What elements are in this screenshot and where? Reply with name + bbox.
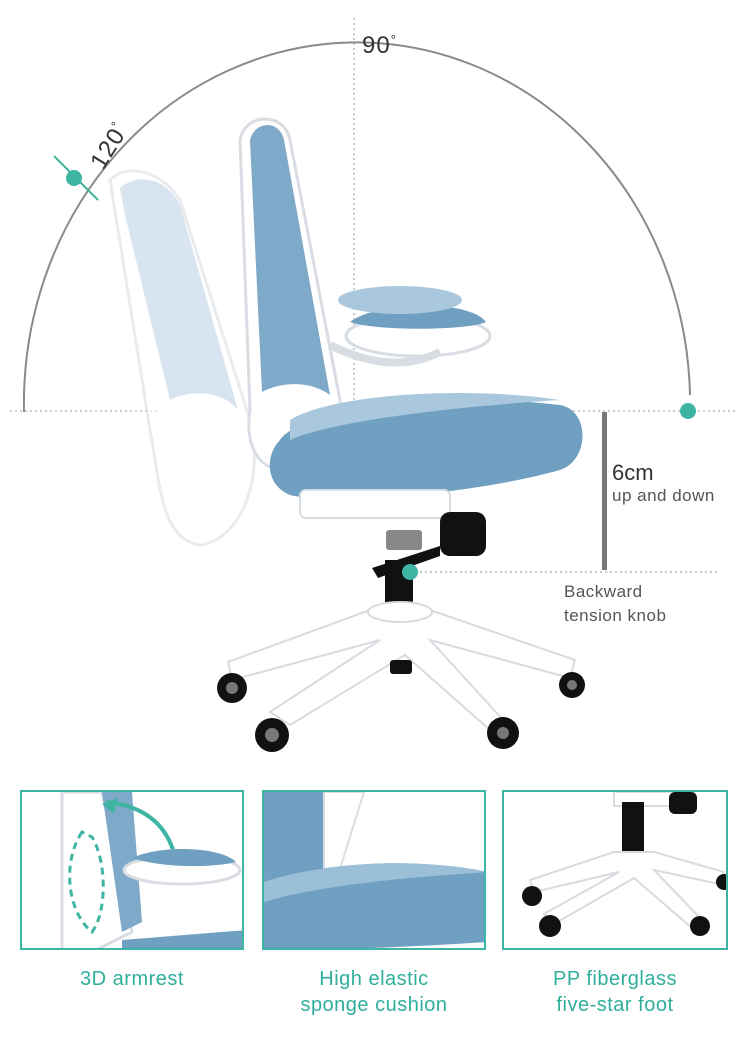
feature-caption-base: PP fiberglass five-star foot [502, 966, 728, 1018]
reclined-backrest-ghost [108, 169, 256, 547]
knob-label-line2: tension knob [564, 606, 667, 625]
chair-casters [217, 672, 585, 752]
height-description: up and down [612, 486, 715, 505]
caption-line: 3D armrest [80, 968, 184, 990]
upright-marker-dot [680, 403, 696, 419]
chair-seat [269, 392, 583, 519]
chair-adjustment-illustration [10, 18, 735, 752]
armrest-closeup-image [60, 792, 242, 948]
recline-marker-dot [66, 170, 82, 186]
upright-angle-label: 90° [362, 32, 397, 60]
knob-label-line1: Backward [564, 582, 643, 601]
upright-angle-value: 90 [362, 32, 391, 59]
recline-arc [22, 41, 691, 413]
feature-panel-cushion [262, 790, 486, 950]
degree-symbol: ° [390, 32, 397, 47]
tension-knob-marker [402, 564, 418, 580]
base-closeup-image [522, 792, 726, 937]
height-value: 6cm [612, 460, 654, 485]
feature-caption-armrest: 3D armrest [20, 966, 244, 992]
caption-line: five-star foot [556, 994, 674, 1016]
caption-line: sponge cushion [300, 994, 448, 1016]
chair-backrest [238, 117, 343, 472]
feature-caption-cushion: High elastic sponge cushion [262, 966, 486, 1018]
chair-mechanism [372, 512, 486, 608]
feature-panel-base [502, 790, 728, 950]
height-adjust-bar [602, 412, 607, 570]
feature-panel-armrest [20, 790, 244, 950]
caption-line: High elastic [319, 968, 429, 990]
caption-line: PP fiberglass [553, 968, 677, 990]
five-star-base [226, 601, 577, 732]
cushion-closeup-image [264, 792, 484, 948]
chair-armrests [328, 286, 492, 367]
